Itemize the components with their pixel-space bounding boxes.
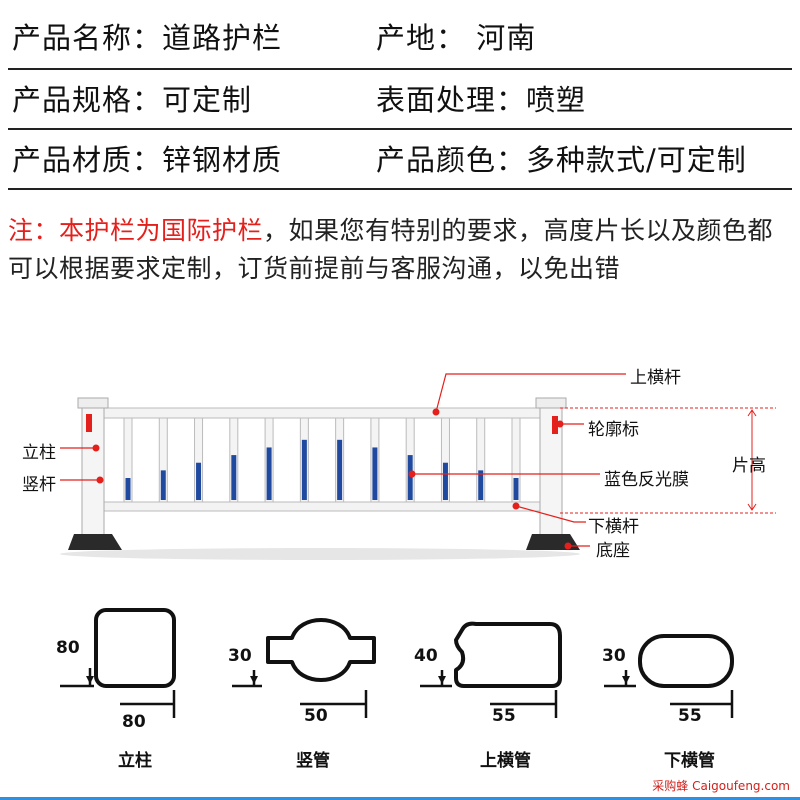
blue-reflective-film bbox=[478, 470, 484, 500]
bar-height-label: 30 bbox=[228, 646, 252, 666]
top-rail-width-label: 55 bbox=[492, 706, 516, 726]
railing-diagram: 上横杆 轮廓标 立柱 竖杆 片高 蓝色反光膜 下横杆 底座 bbox=[0, 350, 800, 580]
profile-section: 80 80 立柱 30 50 竖管 40 55 上横管 30 55 下横管 bbox=[0, 590, 800, 800]
blue-reflective-film bbox=[442, 462, 448, 500]
label-blue-film: 蓝色反光膜 bbox=[604, 470, 689, 490]
bar-width-label: 50 bbox=[304, 706, 328, 726]
vertical-bar bbox=[511, 417, 521, 503]
spec-table: 产品名称：道路护栏 产地： 河南 产品规格：可定制 表面处理：喷塑 产品材质：锌… bbox=[8, 8, 792, 190]
bottom-bar bbox=[0, 797, 800, 800]
blue-reflective-film bbox=[231, 455, 237, 500]
blue-reflective-film bbox=[301, 439, 307, 500]
vertical-bar bbox=[440, 417, 450, 503]
blue-reflective-film bbox=[160, 470, 166, 500]
note-highlight: 注：本护栏为国际护栏 bbox=[8, 216, 264, 245]
railing-illustration bbox=[60, 373, 776, 560]
watermark: 采购蜂 Caigoufeng.com bbox=[652, 779, 790, 793]
vertical-bars bbox=[123, 417, 521, 503]
bottom-rail-profile-name: 下横管 bbox=[664, 751, 715, 771]
vertical-bar bbox=[123, 417, 133, 503]
spec-row: 产品规格：可定制 表面处理：喷塑 bbox=[8, 70, 792, 130]
post-height-label: 80 bbox=[56, 638, 80, 658]
label-height: 片高 bbox=[732, 456, 766, 476]
profile-drawings bbox=[60, 608, 734, 718]
spec-surface: 表面处理：喷塑 bbox=[376, 83, 587, 117]
label-bottom-rail: 下横杆 bbox=[588, 517, 639, 537]
label-reflector: 轮廓标 bbox=[588, 420, 639, 440]
spec-color: 产品颜色：多种款式/可定制 bbox=[376, 143, 747, 177]
post-profile-name: 立柱 bbox=[118, 751, 152, 771]
spec-row: 产品材质：锌钢材质 产品颜色：多种款式/可定制 bbox=[8, 130, 792, 190]
blue-reflective-film bbox=[196, 462, 202, 500]
post-width-label: 80 bbox=[122, 712, 146, 732]
bottom-rail-height-label: 30 bbox=[602, 646, 626, 666]
bottom-rail-width-label: 55 bbox=[678, 706, 702, 726]
spec-origin: 产地： 河南 bbox=[376, 21, 537, 55]
label-base: 底座 bbox=[596, 541, 630, 561]
bar-profile-name: 竖管 bbox=[296, 751, 330, 771]
blue-reflective-film bbox=[266, 447, 272, 500]
vertical-bar bbox=[158, 417, 168, 503]
label-post: 立柱 bbox=[22, 443, 56, 463]
top-rail-profile-name: 上横管 bbox=[480, 751, 531, 771]
blue-reflective-film bbox=[372, 447, 378, 500]
label-bar: 竖杆 bbox=[22, 475, 56, 495]
blue-reflective-film bbox=[407, 455, 413, 500]
spec-size: 产品规格：可定制 bbox=[12, 83, 253, 117]
label-top-rail: 上横杆 bbox=[630, 368, 681, 388]
spec-row: 产品名称：道路护栏 产地： 河南 bbox=[8, 8, 792, 70]
blue-reflective-film bbox=[337, 439, 343, 500]
blue-reflective-film bbox=[125, 478, 131, 500]
top-rail-height-label: 40 bbox=[414, 646, 438, 666]
spec-material: 产品材质：锌钢材质 bbox=[12, 143, 283, 177]
note-text: 注：本护栏为国际护栏，如果您有特别的要求，高度片长以及颜色都可以根据要求定制，订… bbox=[8, 212, 792, 288]
vertical-bar bbox=[476, 417, 486, 503]
vertical-bar bbox=[194, 417, 204, 503]
blue-reflective-film bbox=[513, 478, 519, 500]
spec-product-name: 产品名称：道路护栏 bbox=[12, 21, 283, 55]
note-body: ，如果您有特别的要求，高度片长以及颜色都可以根据要求定制，订货前提前与客服沟通，… bbox=[8, 216, 774, 283]
